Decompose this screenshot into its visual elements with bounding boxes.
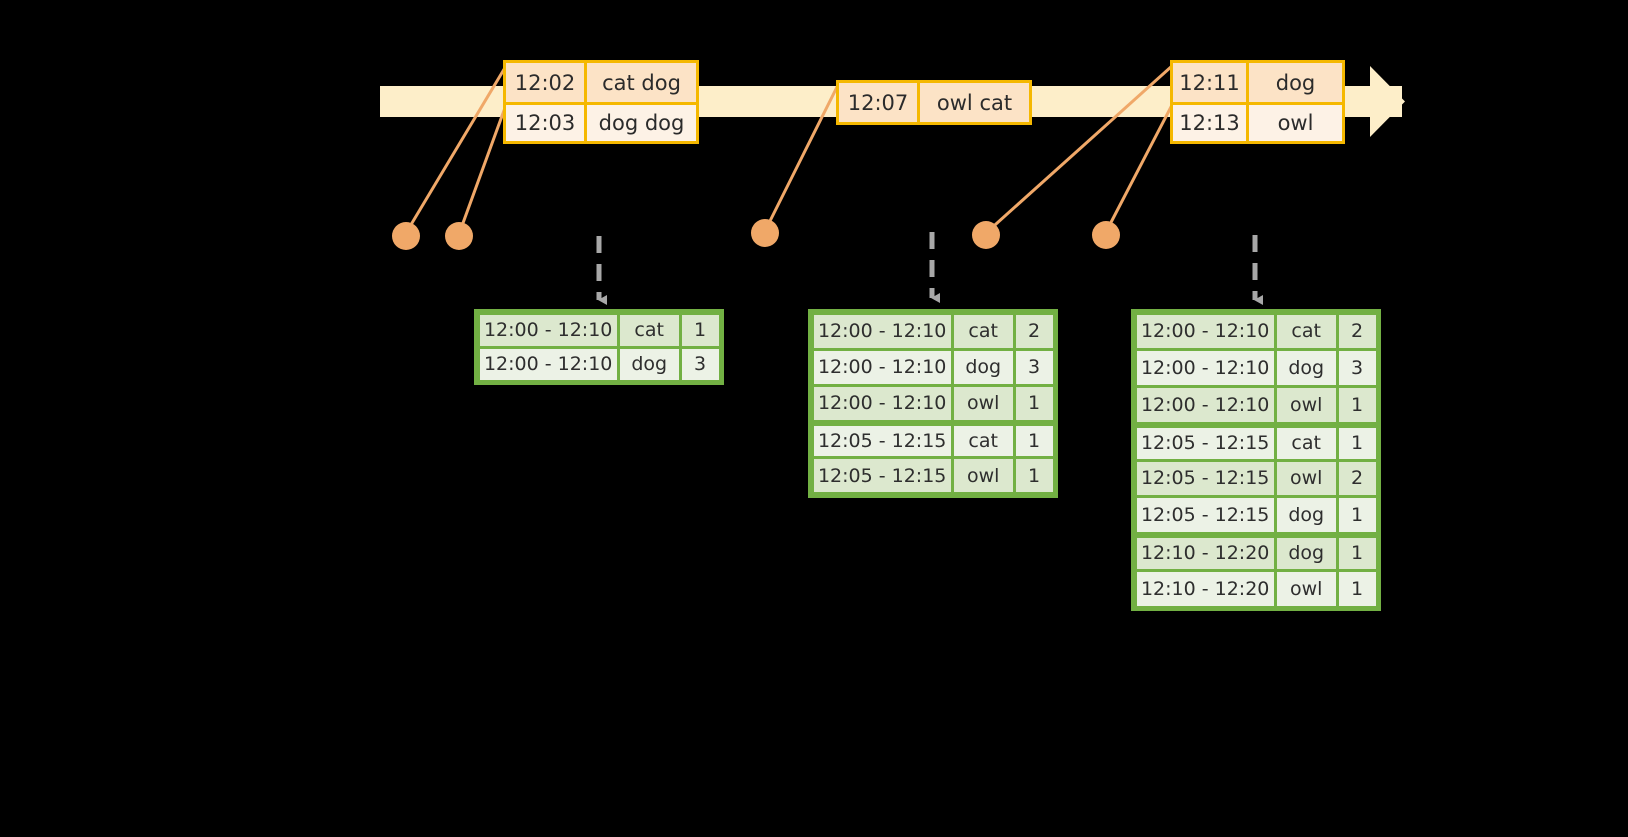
cell-count: 1 <box>1338 427 1376 459</box>
cell-key: dog <box>953 350 1013 384</box>
cell-key: cat <box>1276 427 1336 459</box>
cell-count: 3 <box>1015 350 1053 384</box>
cell-count: 1 <box>1338 571 1376 606</box>
connector-dot-5 <box>1092 221 1120 249</box>
cell-window: 12:00 - 12:10 <box>479 314 617 346</box>
event-row: 12:07 owl cat <box>839 83 1029 122</box>
cell-count: 1 <box>1015 459 1053 493</box>
connector-dot-1 <box>392 222 420 250</box>
cell-count: 3 <box>681 348 719 380</box>
event-words: owl cat <box>936 90 1013 115</box>
cell-count: 1 <box>681 314 719 346</box>
cell-window: 12:05 - 12:15 <box>813 426 951 457</box>
event-box-group-1[interactable]: 12:02 cat dog 12:03 dog dog <box>503 60 699 144</box>
event-time: 12:03 <box>506 105 587 141</box>
cell-window: 12:05 - 12:15 <box>813 459 951 493</box>
cell-window: 12:00 - 12:10 <box>813 350 951 384</box>
cell-count: 2 <box>1338 461 1376 496</box>
connector-line-1 <box>404 65 508 234</box>
timeline-arrowhead <box>1370 66 1405 137</box>
cell-window: 12:00 - 12:10 <box>813 386 951 421</box>
connector-line-2 <box>457 104 508 235</box>
cell-count: 1 <box>1338 537 1376 569</box>
connector-dot-4 <box>972 221 1000 249</box>
cell-key: owl <box>1276 461 1336 496</box>
cell-key: owl <box>953 459 1013 493</box>
event-time: 12:02 <box>506 63 587 102</box>
event-words: dog dog <box>598 111 685 135</box>
event-row: 12:11 dog <box>1173 63 1342 102</box>
cell-key: dog <box>1276 498 1336 532</box>
cell-key: dog <box>1276 351 1336 385</box>
cell-key: cat <box>953 314 1013 348</box>
event-box-group-2[interactable]: 12:07 owl cat <box>836 80 1032 125</box>
cell-count: 3 <box>1338 351 1376 385</box>
event-time: 12:11 <box>1173 63 1249 102</box>
event-words: owl <box>1277 111 1314 135</box>
event-time: 12:07 <box>839 83 920 122</box>
cell-window: 12:05 - 12:15 <box>1136 498 1274 532</box>
cell-count: 1 <box>1015 426 1053 457</box>
cell-window: 12:10 - 12:20 <box>1136 537 1274 569</box>
cell-key: owl <box>1276 571 1336 606</box>
connector-dot-3 <box>751 219 779 247</box>
event-words: cat dog <box>602 70 681 95</box>
event-time: 12:13 <box>1173 105 1249 141</box>
connector-line-5 <box>1104 104 1174 233</box>
connector-line-3 <box>763 84 840 232</box>
event-words: dog <box>1275 70 1316 95</box>
cell-window: 12:05 - 12:15 <box>1136 427 1274 459</box>
cell-window: 12:10 - 12:20 <box>1136 571 1274 606</box>
cell-key: dog <box>1276 537 1336 569</box>
cell-count: 2 <box>1338 314 1376 349</box>
event-box-group-3[interactable]: 12:11 dog 12:13 owl <box>1170 60 1345 144</box>
cell-key: owl <box>953 386 1013 421</box>
cell-window: 12:00 - 12:10 <box>1136 351 1274 385</box>
cell-window: 12:00 - 12:10 <box>1136 314 1274 349</box>
connector-dot-2 <box>445 222 473 250</box>
cell-count: 2 <box>1015 314 1053 348</box>
cell-key: owl <box>1276 387 1336 422</box>
event-row: 12:03 dog dog <box>506 102 696 141</box>
cell-key: cat <box>1276 314 1336 349</box>
cell-count: 1 <box>1338 498 1376 532</box>
cell-window: 12:00 - 12:10 <box>813 314 951 348</box>
event-row: 12:13 owl <box>1173 102 1342 141</box>
cell-count: 1 <box>1338 387 1376 422</box>
cell-key: dog <box>619 348 679 380</box>
cell-key: cat <box>953 426 1013 457</box>
cell-window: 12:05 - 12:15 <box>1136 461 1274 496</box>
cell-key: cat <box>619 314 679 346</box>
event-row: 12:02 cat dog <box>506 63 696 102</box>
cell-window: 12:00 - 12:10 <box>479 348 617 380</box>
cell-window: 12:00 - 12:10 <box>1136 387 1274 422</box>
cell-count: 1 <box>1015 386 1053 421</box>
